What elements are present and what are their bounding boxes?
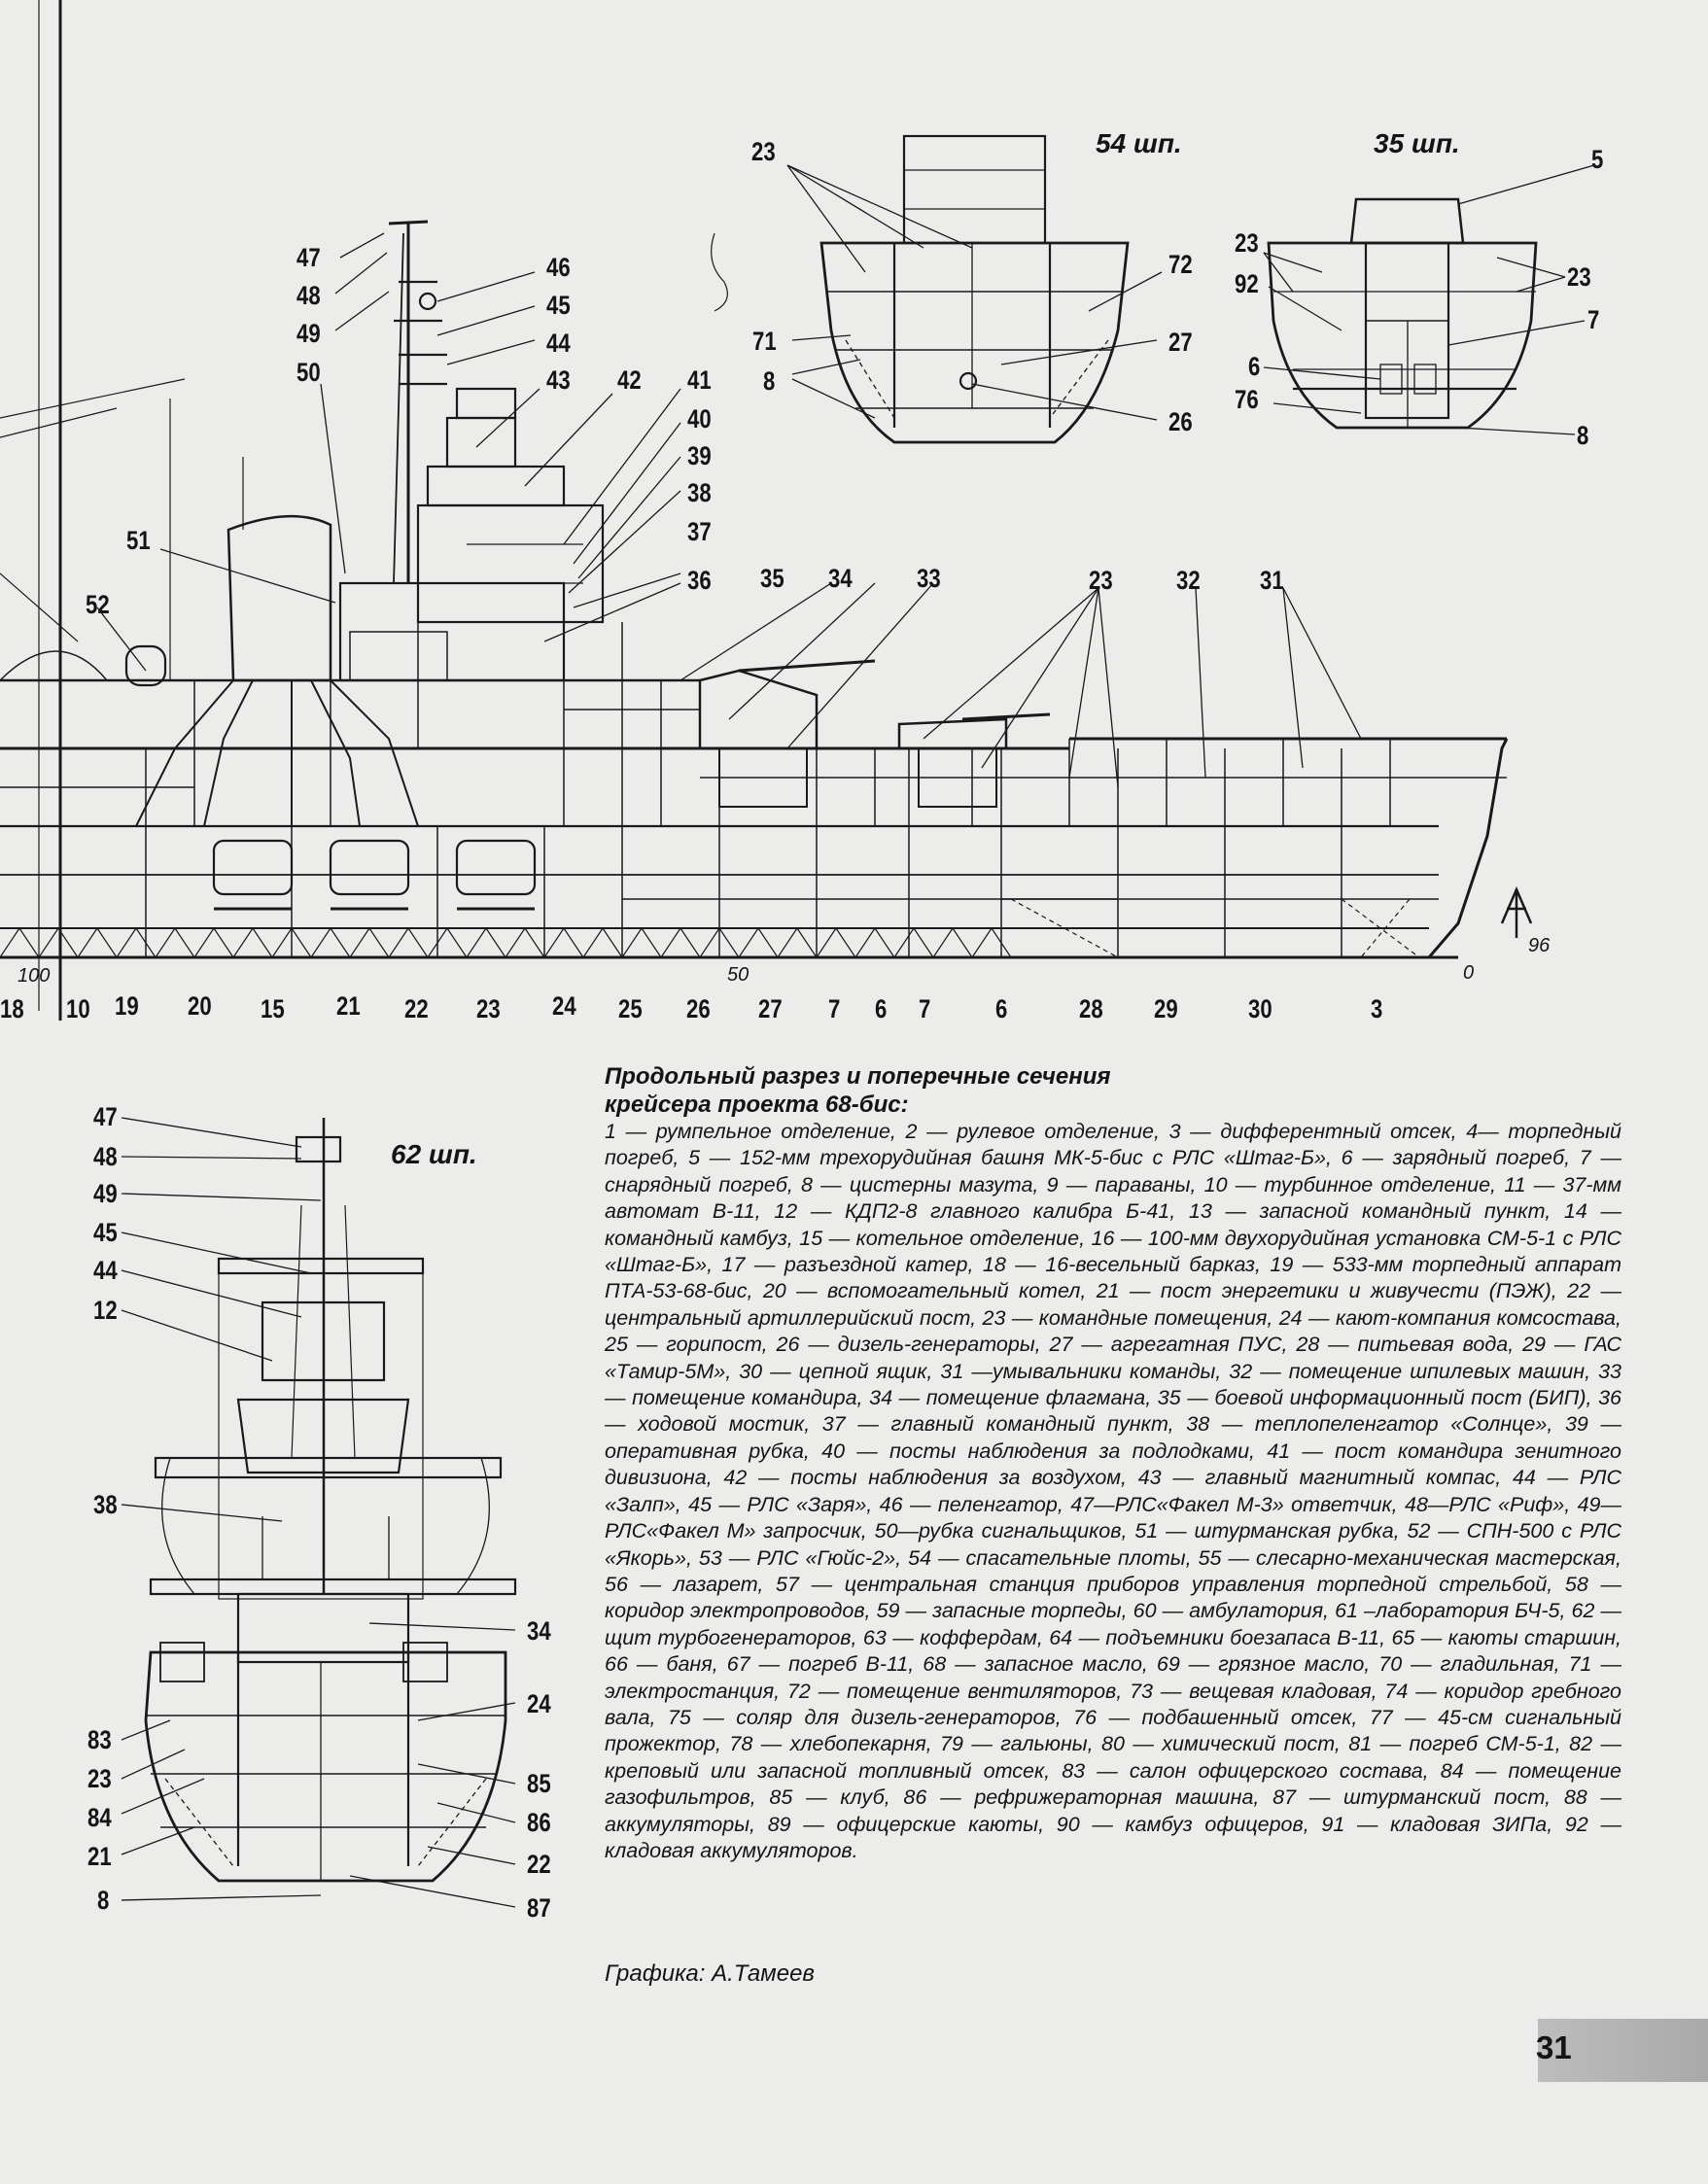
scale-mark: 0 bbox=[1463, 962, 1475, 984]
callout-label: 27 bbox=[1168, 328, 1193, 357]
callout-label: 26 bbox=[686, 994, 711, 1023]
callout-label: 72 bbox=[1168, 250, 1193, 279]
callout-label: 35 bbox=[760, 564, 784, 593]
callout-label: 86 bbox=[527, 1808, 551, 1837]
callout-label: 23 bbox=[476, 994, 501, 1023]
callout-label: 30 bbox=[1248, 994, 1272, 1023]
callout-label: 25 bbox=[618, 994, 643, 1023]
frame-35-section bbox=[1267, 197, 1538, 430]
callout-label: 45 bbox=[93, 1218, 118, 1247]
callout-label: 27 bbox=[758, 994, 783, 1023]
callout-label: 22 bbox=[404, 994, 429, 1023]
callout-label: 23 bbox=[87, 1764, 112, 1793]
callout-label: 52 bbox=[86, 590, 110, 619]
callout-label: 85 bbox=[527, 1769, 551, 1798]
callout-label: 31 bbox=[1260, 566, 1284, 595]
callout-label: 83 bbox=[87, 1725, 112, 1754]
callout-label: 87 bbox=[527, 1893, 551, 1923]
callout-label: 6 bbox=[1248, 352, 1261, 381]
callout-label: 20 bbox=[188, 991, 212, 1021]
callout-label: 8 bbox=[763, 366, 776, 396]
frame-54-section bbox=[819, 134, 1130, 444]
graphics-credit: Графика: А.Тамеев bbox=[605, 1960, 815, 1987]
callout-label: 24 bbox=[552, 991, 576, 1021]
page-number-tab bbox=[1538, 2019, 1708, 2082]
callout-label: 7 bbox=[919, 994, 931, 1023]
callout-label: 23 bbox=[1567, 262, 1591, 292]
callout-label: 38 bbox=[687, 478, 712, 507]
callout-label: 45 bbox=[546, 291, 571, 320]
callout-label: 47 bbox=[93, 1102, 118, 1131]
callout-label: 15 bbox=[261, 994, 285, 1023]
callout-label: 21 bbox=[336, 991, 361, 1021]
section-title-54: 54 шп. bbox=[1096, 128, 1182, 158]
callout-label: 23 bbox=[1089, 566, 1113, 595]
callout-label: 44 bbox=[93, 1256, 118, 1285]
callout-label: 12 bbox=[93, 1296, 118, 1325]
callout-label: 26 bbox=[1168, 407, 1193, 436]
callout-label: 46 bbox=[546, 253, 571, 282]
section-title-62: 62 шп. bbox=[391, 1139, 477, 1169]
callout-label: 92 bbox=[1235, 269, 1259, 298]
callout-label: 22 bbox=[527, 1850, 551, 1879]
callout-label: 3 bbox=[1371, 994, 1383, 1023]
caption-legend: 1 — румпельное отделение, 2 — рулевое от… bbox=[605, 1120, 1621, 1862]
callout-label: 18 bbox=[0, 994, 24, 1023]
callout-label: 41 bbox=[687, 365, 712, 395]
callout-label: 51 bbox=[126, 526, 151, 555]
scale-mark: 50 bbox=[727, 964, 749, 986]
scale-mark: 100 bbox=[17, 965, 51, 987]
callout-label: 49 bbox=[93, 1179, 118, 1208]
callout-label: 42 bbox=[617, 365, 642, 395]
callout-label: 44 bbox=[546, 329, 571, 358]
callout-label: 6 bbox=[995, 994, 1008, 1023]
callout-label: 38 bbox=[93, 1490, 118, 1519]
callout-label: 36 bbox=[687, 566, 712, 595]
callout-label: 84 bbox=[87, 1803, 112, 1832]
callout-label: 47 bbox=[296, 243, 321, 272]
section-title-35: 35 шп. bbox=[1374, 128, 1460, 158]
figure-caption: Продольный разрез и поперечные сечения к… bbox=[605, 1062, 1621, 1864]
callout-label: 23 bbox=[751, 137, 776, 166]
callout-label: 19 bbox=[115, 991, 139, 1021]
callout-label: 28 bbox=[1079, 994, 1103, 1023]
longitudinal-leaders bbox=[96, 232, 1362, 788]
callout-label: 7 bbox=[1587, 305, 1600, 334]
callout-label: 50 bbox=[296, 358, 321, 387]
callout-label: 43 bbox=[546, 365, 571, 395]
callout-label: 7 bbox=[828, 994, 841, 1023]
caption-title-line2: крейсера проекта 68-бис: bbox=[605, 1092, 909, 1118]
callout-label: 8 bbox=[1577, 421, 1589, 450]
callout-label: 21 bbox=[87, 1842, 112, 1871]
callout-label: 32 bbox=[1176, 566, 1201, 595]
callout-label: 34 bbox=[527, 1616, 551, 1646]
callout-label: 33 bbox=[917, 564, 941, 593]
callout-label: 39 bbox=[687, 441, 712, 470]
artist-monogram: 96 bbox=[1528, 935, 1551, 956]
callout-label: 5 bbox=[1591, 145, 1604, 174]
callout-label: 29 bbox=[1154, 994, 1178, 1023]
callout-label: 24 bbox=[527, 1689, 551, 1718]
callout-label: 48 bbox=[296, 281, 321, 310]
caption-title-line1: Продольный разрез и поперечные сечения bbox=[605, 1063, 1111, 1090]
frame-62-section bbox=[144, 1118, 517, 1883]
callout-label: 23 bbox=[1235, 228, 1259, 258]
callout-label: 37 bbox=[687, 517, 712, 546]
callout-label: 71 bbox=[752, 327, 777, 356]
callout-label: 34 bbox=[828, 564, 853, 593]
callout-label: 8 bbox=[97, 1886, 110, 1915]
callout-label: 10 bbox=[66, 994, 90, 1023]
callout-label: 76 bbox=[1235, 385, 1259, 414]
callout-label: 40 bbox=[687, 404, 712, 433]
longitudinal-section bbox=[0, 220, 1533, 959]
callout-label: 49 bbox=[296, 319, 321, 348]
callout-label: 6 bbox=[875, 994, 888, 1023]
callout-label: 48 bbox=[93, 1142, 118, 1171]
page-number: 31 bbox=[1536, 2029, 1572, 2065]
